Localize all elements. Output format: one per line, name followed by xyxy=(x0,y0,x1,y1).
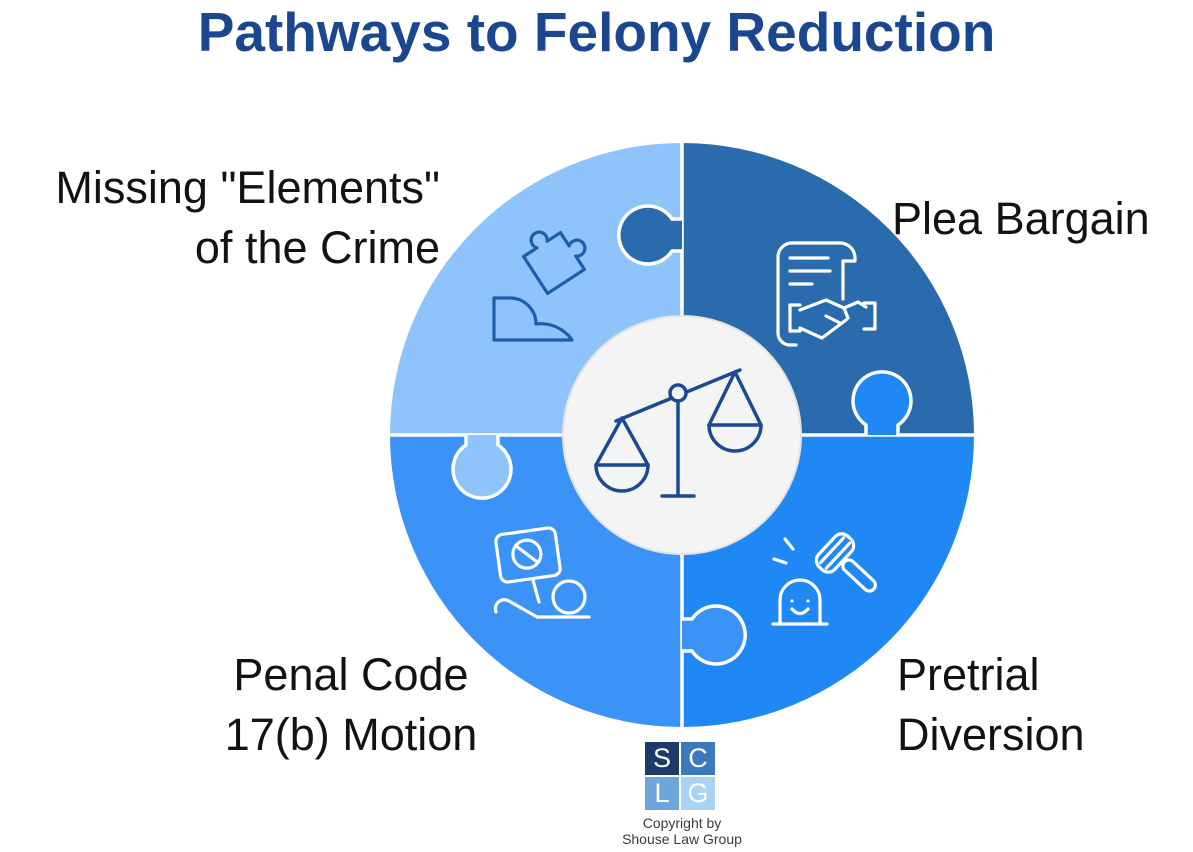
label-pretrial-diversion: Pretrial Diversion xyxy=(897,645,1085,765)
label-line: Plea Bargain xyxy=(892,193,1150,244)
copyright-line: Shouse Law Group xyxy=(622,831,742,847)
scales-of-justice-icon xyxy=(594,368,763,498)
contract-handshake-icon xyxy=(776,241,877,347)
label-plea-bargain: Plea Bargain xyxy=(892,189,1150,249)
knob-penal-code-17b xyxy=(682,604,747,666)
no-sign-hand-icon xyxy=(493,526,591,619)
logo-square-g: G xyxy=(681,777,715,810)
copyright-text: Copyright by Shouse Law Group xyxy=(532,815,832,847)
center-circle xyxy=(562,315,802,555)
knob-pretrial-diversion xyxy=(851,370,913,435)
knob-missing-elements xyxy=(451,435,513,500)
logo-square-s: S xyxy=(645,742,679,775)
knob-plea-bargain xyxy=(617,204,682,266)
gavel-defendant-icon xyxy=(771,532,877,626)
logo-square-c: C xyxy=(681,742,715,775)
label-line: Pretrial xyxy=(897,649,1040,700)
label-line: 17(b) Motion xyxy=(224,709,478,760)
label-line: Missing "Elements" xyxy=(55,162,440,213)
label-line: Diversion xyxy=(897,709,1085,760)
puzzle-piece-hand-icon xyxy=(492,230,587,342)
logo-square-l: L xyxy=(645,777,679,810)
label-line: Penal Code xyxy=(233,649,469,700)
label-penal-code-17b: Penal Code 17(b) Motion xyxy=(175,645,527,765)
copyright-line: Copyright by xyxy=(642,815,722,831)
sclg-logo: S C L G xyxy=(645,742,717,812)
label-missing-elements: Missing "Elements" of the Crime xyxy=(55,158,440,278)
label-line: of the Crime xyxy=(194,222,440,273)
page-title: Pathways to Felony Reduction xyxy=(197,1,996,63)
puzzle-circle-diagram xyxy=(390,143,974,727)
